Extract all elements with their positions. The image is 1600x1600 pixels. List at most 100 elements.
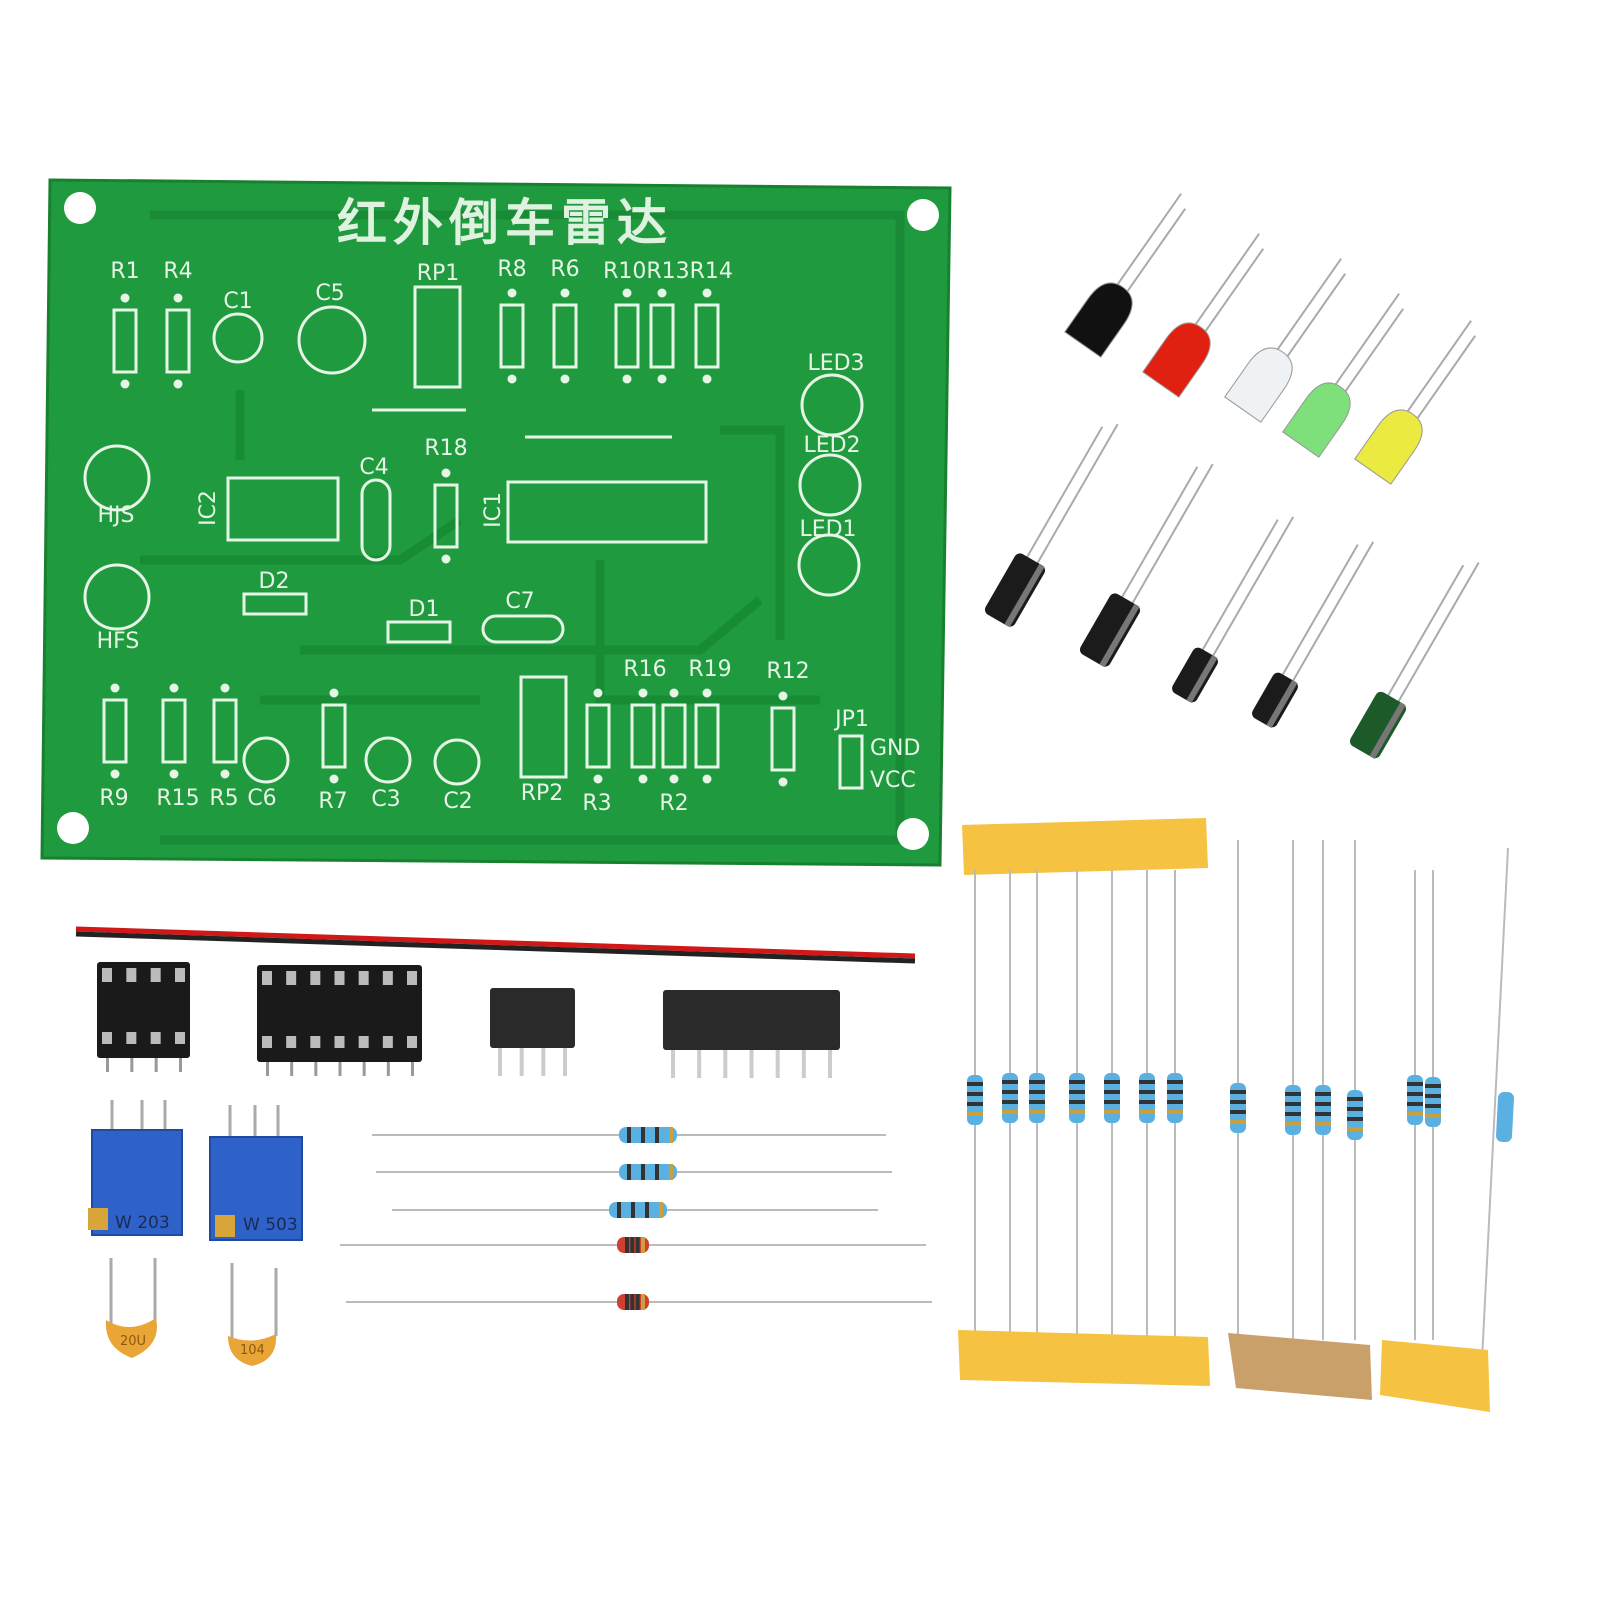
label-r8: R8 xyxy=(497,257,526,282)
ic-chip-14-pin xyxy=(663,990,840,1078)
label-hfs: HFS xyxy=(97,629,140,654)
resistor-axial xyxy=(1104,870,1120,1340)
resistor-footprint xyxy=(585,688,611,784)
ceramic-cap-1-marking: 20U xyxy=(120,1334,146,1349)
resistor-footprint xyxy=(694,688,720,784)
resistor-axial xyxy=(376,1164,892,1180)
label-c1: C1 xyxy=(223,289,252,314)
resistor-footprint xyxy=(630,688,656,784)
label-d2: D2 xyxy=(259,569,290,594)
tape-strip xyxy=(962,818,1208,875)
resistor-footprint xyxy=(661,688,687,784)
label-r16: R16 xyxy=(623,657,666,682)
c7-footprint xyxy=(481,614,565,644)
circular-footprint xyxy=(242,736,290,784)
resistor-footprint xyxy=(433,468,459,564)
resistor-axial xyxy=(1139,870,1155,1340)
jp1-footprint xyxy=(838,734,864,790)
resistor-axial xyxy=(372,1127,886,1143)
label-r2: R2 xyxy=(659,791,688,816)
pot-1-marking: W 203 xyxy=(115,1213,170,1233)
mount-hole xyxy=(64,192,96,224)
label-r10r13r14: R10R13R14 xyxy=(603,259,733,284)
tape-strip xyxy=(1228,1333,1372,1400)
label-r18: R18 xyxy=(424,436,467,461)
resistor-footprint xyxy=(321,688,347,784)
resistor-axial xyxy=(1285,840,1301,1340)
label-c6: C6 xyxy=(247,786,276,811)
ic1-footprint xyxy=(506,480,708,544)
d1-footprint xyxy=(386,620,452,644)
resistor-footprint xyxy=(112,293,138,389)
led xyxy=(1142,233,1265,398)
label-r6: R6 xyxy=(550,257,579,282)
resistor-footprint xyxy=(649,288,675,384)
circular-footprint xyxy=(798,453,862,517)
pcb-traces xyxy=(140,210,905,845)
label-c4: C4 xyxy=(359,455,388,480)
mount-hole xyxy=(907,199,939,231)
label-c7: C7 xyxy=(505,589,534,614)
ic-chip-8-pin xyxy=(490,988,575,1076)
resistor-axial xyxy=(392,1202,878,1218)
pcb-title: 红外倒车雷达 xyxy=(337,194,673,252)
label-rp2: RP2 xyxy=(521,781,564,806)
rp2-footprint xyxy=(519,675,568,779)
label-r7: R7 xyxy=(318,789,347,814)
d2-footprint xyxy=(242,592,308,616)
resistor-axial xyxy=(967,870,983,1340)
led xyxy=(1282,293,1405,458)
resistor-axial xyxy=(1167,870,1183,1340)
label-vcc: VCC xyxy=(870,768,916,793)
label-led1: LED1 xyxy=(799,517,856,542)
ic2-footprint xyxy=(226,476,340,542)
label-rp1: RP1 xyxy=(417,261,460,286)
circular-footprint xyxy=(797,533,861,597)
label-ic2: IC2 xyxy=(196,490,221,526)
circular-footprint xyxy=(212,312,264,364)
label-r15: R15 xyxy=(156,786,199,811)
rp1-footprint xyxy=(413,285,462,389)
ic-socket-8-pin xyxy=(97,962,190,1072)
circular-footprint xyxy=(800,373,864,437)
label-r5: R5 xyxy=(209,786,238,811)
label-hjs: HJS xyxy=(98,503,135,528)
label-c3: C3 xyxy=(371,787,400,812)
label-r4: R4 xyxy=(163,259,192,284)
tape-strip xyxy=(1380,1340,1490,1412)
ceramic-cap-2: 104 xyxy=(228,1334,277,1366)
led xyxy=(1064,193,1187,358)
electrolytic-capacitor xyxy=(984,423,1119,628)
label-jp1: JP1 xyxy=(833,707,869,732)
resistor-axial xyxy=(1407,870,1423,1340)
resistor-footprint xyxy=(499,288,525,384)
ceramic-cap-1: 20U xyxy=(105,1318,157,1358)
resistor-footprint xyxy=(102,683,128,779)
circular-footprint xyxy=(83,563,151,631)
led xyxy=(1354,320,1477,485)
resistor-axial xyxy=(1029,870,1045,1340)
mount-hole xyxy=(897,818,929,850)
resistor-axial xyxy=(1481,847,1514,1361)
red-black-wire xyxy=(75,926,916,964)
diode-axial xyxy=(340,1237,926,1253)
resistor-axial xyxy=(1425,870,1441,1340)
resistor-axial xyxy=(1347,840,1363,1340)
label-led3: LED3 xyxy=(807,351,864,376)
label-led2: LED2 xyxy=(803,433,860,458)
label-r1: R1 xyxy=(110,259,139,284)
mount-hole xyxy=(57,812,89,844)
diode-axial xyxy=(346,1294,932,1310)
resistor-axial xyxy=(1230,840,1246,1340)
ceramic-cap-2-marking: 104 xyxy=(240,1343,265,1358)
resistor-footprint xyxy=(614,288,640,384)
resistor-footprint xyxy=(694,288,720,384)
resistor-axial xyxy=(1002,870,1018,1340)
resistor-axial xyxy=(1315,840,1331,1340)
label-r12: R12 xyxy=(766,659,809,684)
label-d1: D1 xyxy=(409,597,440,622)
resistor-footprint xyxy=(212,683,238,779)
electrolytic-capacitor xyxy=(1172,516,1295,704)
pcb-board: 红外倒车雷达 R1 R4 C1 C5 RP1 R8 R6 R10R13R14 L… xyxy=(40,178,952,867)
